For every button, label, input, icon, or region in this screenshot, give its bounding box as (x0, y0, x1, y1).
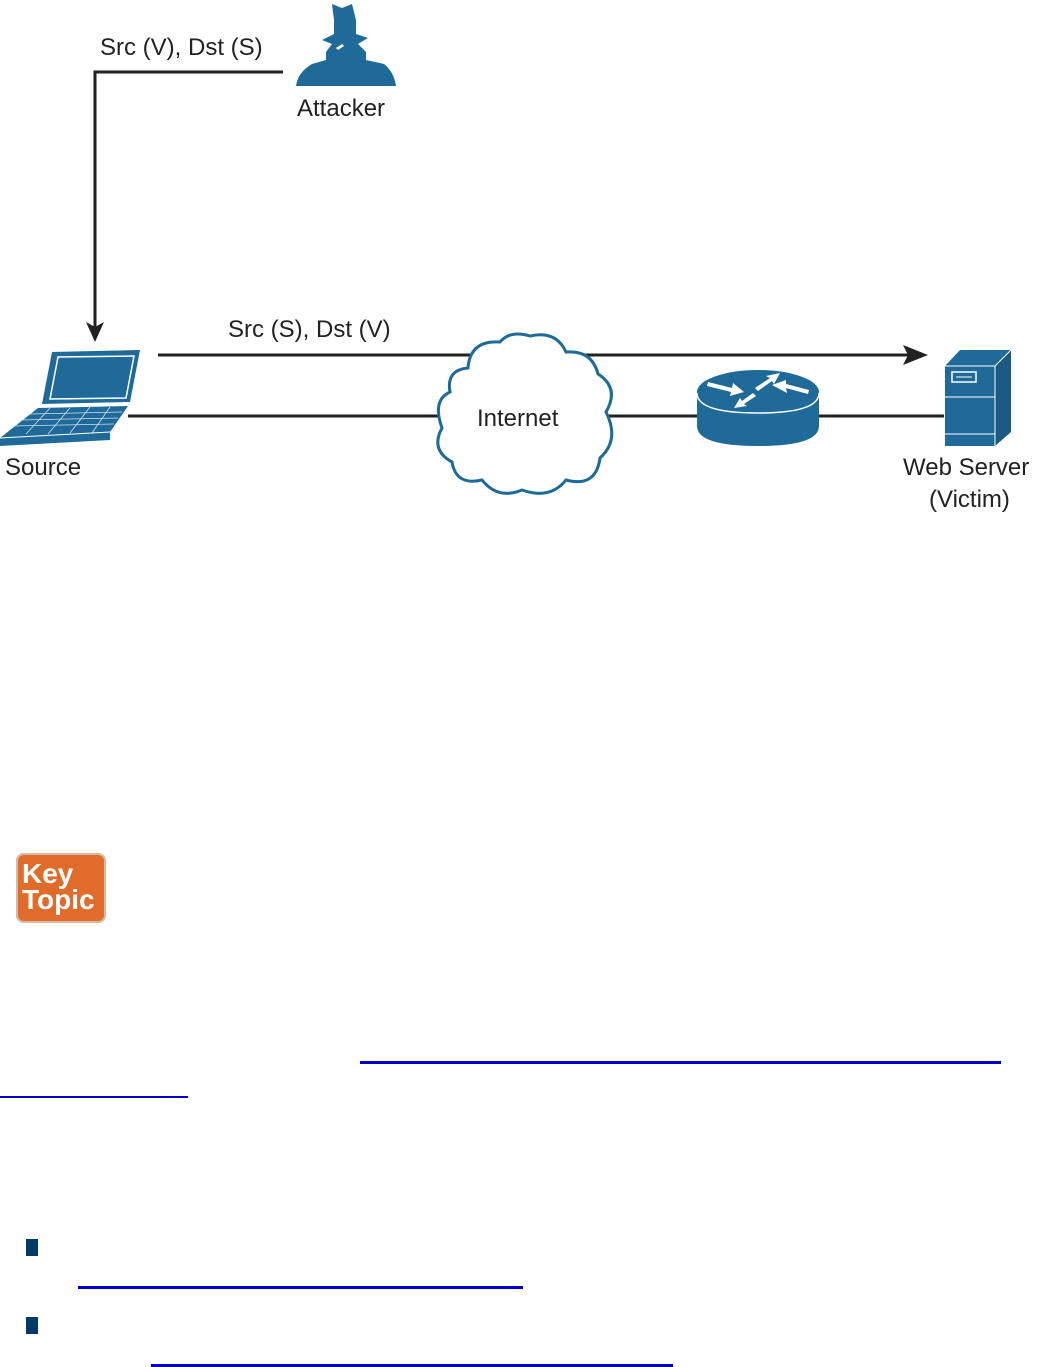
key-topic-line2: Topic (22, 884, 95, 915)
router-icon (696, 370, 820, 446)
bullet-icon (26, 1239, 38, 1256)
laptop-icon (0, 350, 140, 446)
attacker-icon (296, 4, 396, 86)
ip-spoofing-diagram: Src (V), Dst (S) Attacker Src (S), Dst (… (0, 4, 1029, 513)
bullet-icon (26, 1317, 38, 1334)
paragraph-link-part2[interactable] (0, 1096, 188, 1098)
key-topic-line1: Key (22, 858, 74, 889)
node-label-internet: Internet (477, 405, 559, 432)
edge-label-source-to-victim: Src (S), Dst (V) (228, 316, 391, 343)
edge-label-attacker-to-source: Src (V), Dst (S) (100, 34, 263, 61)
bullet-1-link[interactable] (78, 1286, 523, 1289)
node-label-attacker: Attacker (297, 95, 385, 122)
edge-attacker-to-source (86, 70, 283, 342)
cloud-icon (436, 332, 614, 495)
server-icon (945, 349, 1012, 446)
paragraph-link-part1[interactable] (360, 1061, 1001, 1064)
arrowhead-icon (903, 345, 928, 365)
node-label-victim: (Victim) (929, 486, 1010, 513)
key-topic-badge: Key Topic (16, 853, 106, 923)
arrowhead-icon (86, 322, 104, 342)
node-label-web-server: Web Server (903, 454, 1029, 481)
node-label-source: Source (5, 454, 81, 481)
bullet-2-link[interactable] (151, 1364, 673, 1367)
